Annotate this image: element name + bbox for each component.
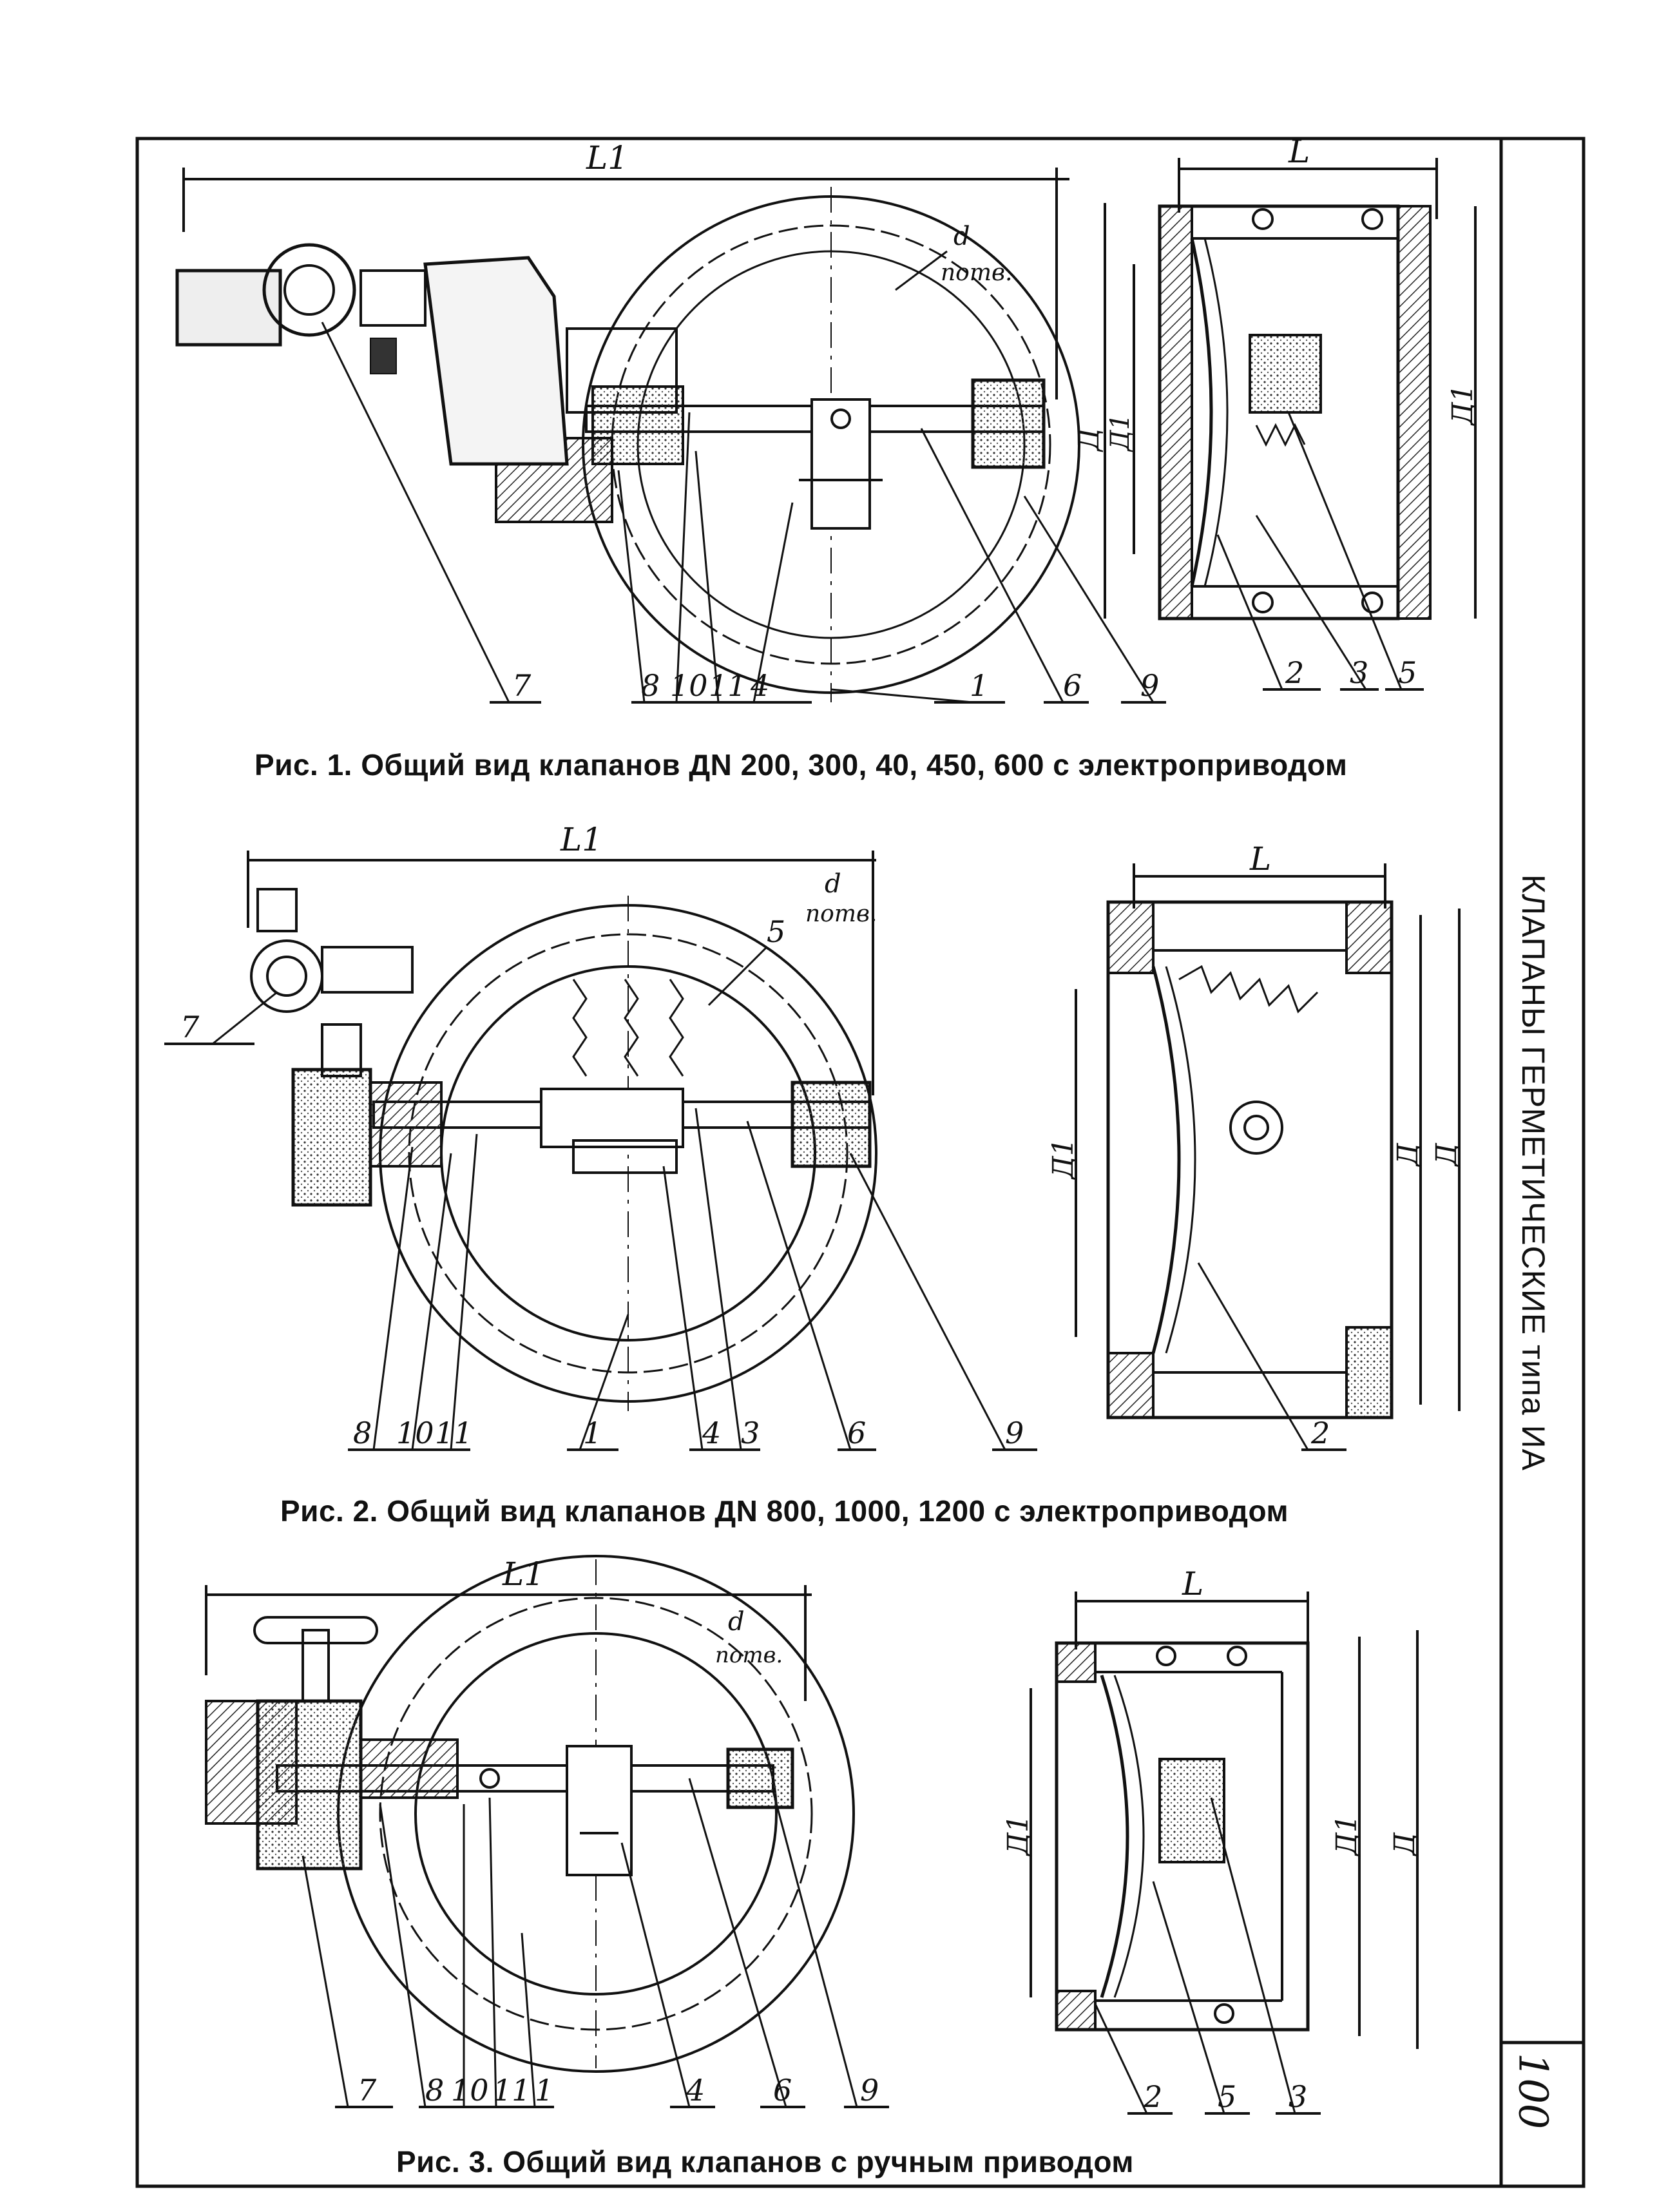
fig2-label-10: 10	[396, 1416, 434, 1450]
fig1-dim-holes: d	[953, 222, 970, 251]
fig1-label-4: 4	[750, 668, 769, 703]
fig2-dim-d-inner: Д	[1392, 1142, 1424, 1168]
figure-2-section-view	[1075, 863, 1461, 1451]
fig3-label-8: 8	[425, 2073, 444, 2108]
fig1-label-9: 9	[1140, 668, 1159, 703]
fig2-label-7: 7	[180, 1010, 200, 1044]
fig3-dim-d1-left: Д1	[1002, 1814, 1035, 1857]
fig3-dim-holes-unit: потв.	[715, 1642, 783, 1668]
fig2-dim-l1: L1	[560, 821, 602, 858]
fig1-dim-holes-unit: потв.	[941, 260, 1012, 286]
fig3-dim-l: L	[1182, 1565, 1203, 1602]
fig1-label-10: 10	[670, 668, 708, 703]
fig3-label-7: 7	[358, 2073, 377, 2108]
fig3-label-11: 11	[493, 2073, 531, 2108]
side-title: КЛАПАНЫ ГЕРМЕТИЧЕСКИЕ типа ИА	[1515, 874, 1551, 1471]
fig3-dim-l1: L1	[502, 1555, 544, 1593]
fig1-label-5: 5	[1398, 655, 1417, 690]
fig1-dim-d1-right: Д1	[1446, 384, 1479, 427]
fig1-label-1: 1	[970, 668, 988, 703]
fig2-label-2: 2	[1310, 1416, 1330, 1450]
figure-3-section-view	[1030, 1592, 1419, 2115]
fig1-dim-d1-left: Д1	[1106, 414, 1135, 452]
fig2-label-1: 1	[583, 1416, 602, 1450]
figure-3-annotations: L1 L d потв. Д1 Д1 Д 7 8 10 11 1 4 6 9 2…	[358, 1555, 1421, 2114]
fig1-label-8: 8	[641, 668, 660, 703]
fig2-label-9: 9	[1005, 1416, 1024, 1450]
fig1-label-11: 11	[709, 668, 747, 703]
fig2-dim-holes-unit: потв.	[805, 901, 877, 927]
fig2-label-3: 3	[741, 1416, 760, 1450]
fig2-dim-l: L	[1249, 840, 1271, 878]
fig1-label-7: 7	[512, 668, 532, 703]
fig3-label-3: 3	[1289, 2079, 1307, 2114]
fig3-label-6: 6	[773, 2073, 792, 2108]
figure-2-caption: Рис. 2. Общий вид клапанов ДN 800, 1000,…	[280, 1494, 1289, 1528]
fig3-dim-d1-right: Д1	[1330, 1814, 1363, 1857]
figure-1-annotations: L1 L d потв. Д Д1 Д1 7 8 10 11 4 1 6 9 2…	[512, 133, 1479, 703]
fig3-label-1: 1	[535, 2073, 553, 2108]
figure-1-section-view	[1104, 158, 1477, 691]
fig3-dim-holes: d	[728, 1607, 745, 1637]
fig2-label-5: 5	[767, 914, 785, 949]
fig1-dim-d: Д	[1073, 427, 1106, 452]
page-number: 100	[1509, 2052, 1557, 2130]
fig2-label-8: 8	[353, 1416, 372, 1450]
fig3-label-2: 2	[1143, 2079, 1162, 2114]
figure-1-main-view	[175, 168, 1166, 704]
fig2-dim-d-outer: Д	[1430, 1142, 1463, 1168]
fig3-label-10: 10	[451, 2073, 489, 2108]
fig2-dim-holes: d	[825, 869, 841, 899]
figure-3-main-view	[205, 1555, 889, 2108]
fig1-label-6: 6	[1063, 668, 1082, 703]
fig3-label-4: 4	[685, 2073, 705, 2108]
fig2-label-6: 6	[847, 1416, 866, 1450]
figure-1-caption: Рис. 1. Общий вид клапанов ДN 200, 300, …	[254, 748, 1348, 782]
fig1-dim-l: L	[1288, 133, 1310, 170]
fig2-label-4: 4	[702, 1416, 721, 1450]
fig3-label-5: 5	[1218, 2079, 1236, 2114]
fig3-label-9: 9	[860, 2073, 879, 2108]
fig1-label-3: 3	[1350, 655, 1368, 690]
figure-2-annotations: L1 L d потв. Д1 Д Д 7 5 8 10 11 1 4 3 6 …	[180, 821, 1463, 1450]
fig1-dim-l1: L1	[586, 139, 628, 177]
figure-3-caption: Рис. 3. Общий вид клапанов с ручным прив…	[396, 2145, 1134, 2178]
fig2-dim-d1: Д1	[1047, 1138, 1080, 1180]
fig3-dim-d: Д	[1388, 1832, 1421, 1857]
fig1-label-2: 2	[1285, 655, 1304, 690]
fig2-label-11: 11	[435, 1416, 473, 1450]
figure-2-main-view	[164, 851, 1037, 1451]
sheet-frame	[135, 137, 1586, 2188]
